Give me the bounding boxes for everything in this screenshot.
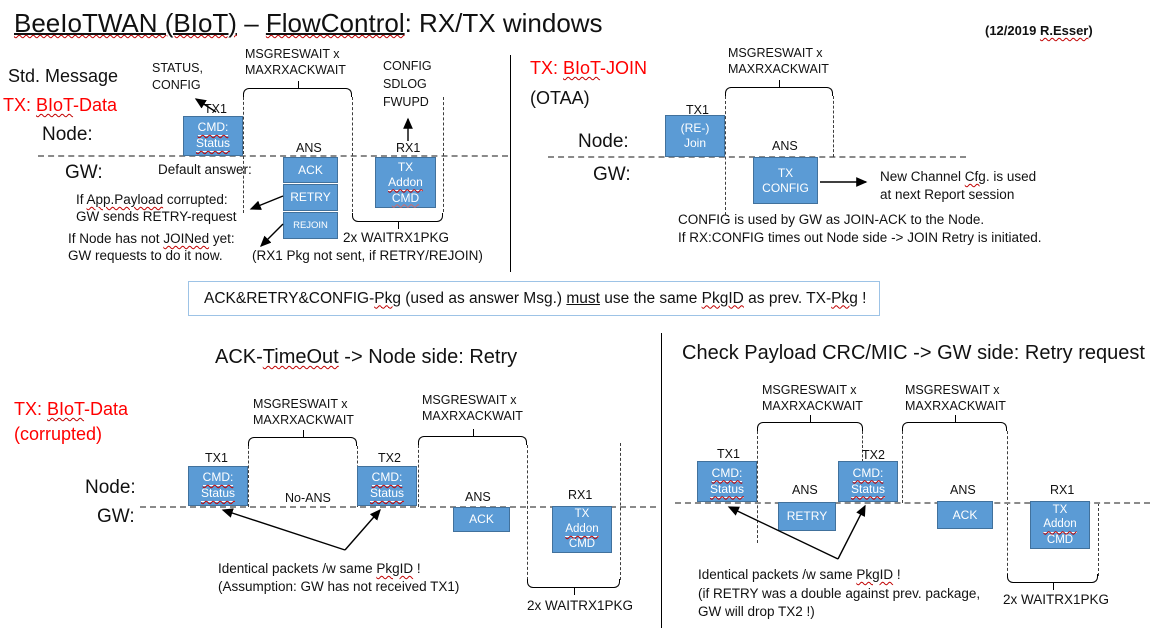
- rx1-label-top-left: RX1: [396, 141, 421, 155]
- corrupted-label: (corrupted): [14, 424, 103, 444]
- cmd-status-box-br-tx1: CMD:Status: [697, 461, 757, 502]
- gw-label-bottom-left: GW:: [97, 506, 135, 527]
- window-dash-tl-2: [352, 97, 353, 212]
- waitrx1pkg-brace-bottom-right: [1007, 574, 1098, 590]
- timeline-top-left: [38, 155, 508, 157]
- retry-box-top-left: RETRY: [283, 184, 338, 211]
- msgreswait-brace-top-right: [725, 80, 833, 96]
- arrow-identical-to-tx2-left: [344, 508, 381, 551]
- window-dash-tr-2: [833, 96, 834, 157]
- waitrx1pkg-label-top-left: 2x WAITRX1PKG: [343, 230, 450, 245]
- otaa-label: (OTAA): [530, 88, 590, 108]
- pkgid-rule-banner: ACK&RETRY&CONFIG-Pkg (used as answer Msg…: [188, 281, 880, 316]
- ans-label-br-1: ANS: [792, 483, 818, 497]
- window-dash-br-3: [902, 431, 903, 503]
- window-dash-br-1: [757, 431, 758, 543]
- node-label-bottom-left: Node:: [85, 477, 136, 498]
- msgreswait-brace-bl-1: [248, 430, 357, 446]
- timeline-bottom-right: [675, 502, 1150, 504]
- arrow-identical-to-tx1-left: [221, 508, 346, 551]
- tx2-label-bottom-right: TX2: [862, 448, 885, 462]
- waitrx1pkg-brace-top-left: [352, 213, 443, 229]
- window-dash-tl-3: [443, 97, 444, 212]
- window-dash-br-5: [1098, 503, 1099, 576]
- tx-biot-data-label: TX: BIoT-Data: [3, 95, 118, 115]
- cmd-status-box-br-tx2: CMD:Status: [838, 461, 898, 502]
- tx1-label-bottom-left: TX1: [205, 451, 228, 465]
- std-message-label: Std. Message: [8, 66, 119, 86]
- default-answer-label: Default answer:: [158, 162, 252, 177]
- not-joined-note: If Node has not JOINed yet:GW requests t…: [68, 231, 235, 263]
- window-dash-br-2: [862, 431, 863, 462]
- cmd-status-box-bl-tx2: CMD:Status: [357, 466, 417, 506]
- waitrx1pkg-label-bottom-left: 2x WAITRX1PKG: [527, 598, 634, 613]
- msgreswait-brace-br-2: [902, 415, 1007, 431]
- tx-biot-data-corrupted-label: TX: BIoT-Data: [14, 399, 129, 419]
- tx1-label-top-left: TX1: [204, 102, 227, 116]
- ans-label-bottom-left: ANS: [465, 490, 491, 504]
- window-dash-bl-3: [418, 445, 419, 507]
- ack-timeout-heading: ACK-TimeOut -> Node side: Retry: [215, 346, 518, 368]
- crc-mic-heading: Check Payload CRC/MIC -> GW side: Retry …: [682, 342, 1145, 364]
- gw-label-top-left: GW:: [65, 162, 103, 183]
- msgreswait-brace-top-left: [243, 81, 352, 97]
- ans-label-br-2: ANS: [950, 483, 976, 497]
- tx1-label-top-right: TX1: [686, 103, 709, 117]
- retry-box-bottom-right: RETRY: [778, 502, 836, 531]
- top-section-divider: [510, 55, 511, 272]
- node-label-top-right: Node:: [578, 131, 629, 152]
- rx1-label-bottom-left: RX1: [568, 488, 593, 502]
- gw-label-top-right: GW:: [593, 164, 631, 185]
- rejoin-box-top-left: REJOIN: [283, 212, 338, 239]
- payload-corrupted-note: If App.Payload corrupted:GW sends RETRY-…: [76, 192, 237, 224]
- ack-box-bottom-right: ACK: [937, 501, 993, 529]
- config-join-ack-note: CONFIG is used by GW as JOIN-ACK to the …: [678, 212, 1042, 245]
- page-title: BeeIoTWAN (BIoT) – FlowControl: RX/TX wi…: [14, 8, 603, 38]
- window-dash-bl-1: [248, 446, 249, 507]
- no-ans-label: No-ANS: [285, 491, 331, 505]
- tx-biot-join-label: TX: BIoT-JOIN: [530, 58, 648, 78]
- status-config-annotation: STATUS,CONFIG: [152, 61, 203, 92]
- cmd-status-box-bl-tx1: CMD:Status: [188, 466, 248, 506]
- tx1-label-bottom-right: TX1: [717, 447, 740, 461]
- window-dash-bl-5: [620, 443, 621, 580]
- tx2-label-bottom-left: TX2: [378, 451, 401, 465]
- arrow-rejoin-note: [260, 223, 284, 247]
- arrow-identical-to-tx2-right: [837, 504, 866, 560]
- identical-packets-note-left: Identical packets /w same PkgID !(Assump…: [218, 561, 460, 594]
- rejoin-box-top-right: (RE-)Join: [665, 115, 725, 157]
- cmd-status-box-top-left: CMD:Status: [183, 116, 243, 156]
- credit-label: (12/2019 R.Esser): [985, 23, 1093, 38]
- window-dash-tl-1: [243, 97, 244, 213]
- msgreswait-brace-bl-2: [418, 429, 527, 445]
- ack-box-top-left: ACK: [283, 157, 338, 183]
- arrow-retry-note: [249, 195, 284, 210]
- waitrx1pkg-label-bottom-right: 2x WAITRX1PKG: [1003, 592, 1110, 607]
- msgreswait-brace-br-1: [757, 415, 863, 431]
- identical-packets-note-right: Identical packets /w same PkgID !(if RET…: [698, 567, 981, 619]
- node-label-top-left: Node:: [42, 124, 93, 145]
- waitrx1pkg-brace-bottom-left: [527, 579, 620, 595]
- rx1-label-bottom-right: RX1: [1050, 483, 1075, 497]
- timeline-bottom-left: [140, 506, 656, 508]
- ack-box-bottom-left: ACK: [453, 507, 510, 532]
- bottom-section-divider: [661, 333, 662, 628]
- window-dash-bl-4: [527, 445, 528, 580]
- ans-label-top-right: ANS: [772, 139, 798, 153]
- window-dash-tr-1: [725, 96, 726, 215]
- ans-label-top-left: ANS: [296, 141, 322, 155]
- waitrx1pkg-note-top-left: (RX1 Pkg not sent, if RETRY/REJOIN): [252, 248, 483, 263]
